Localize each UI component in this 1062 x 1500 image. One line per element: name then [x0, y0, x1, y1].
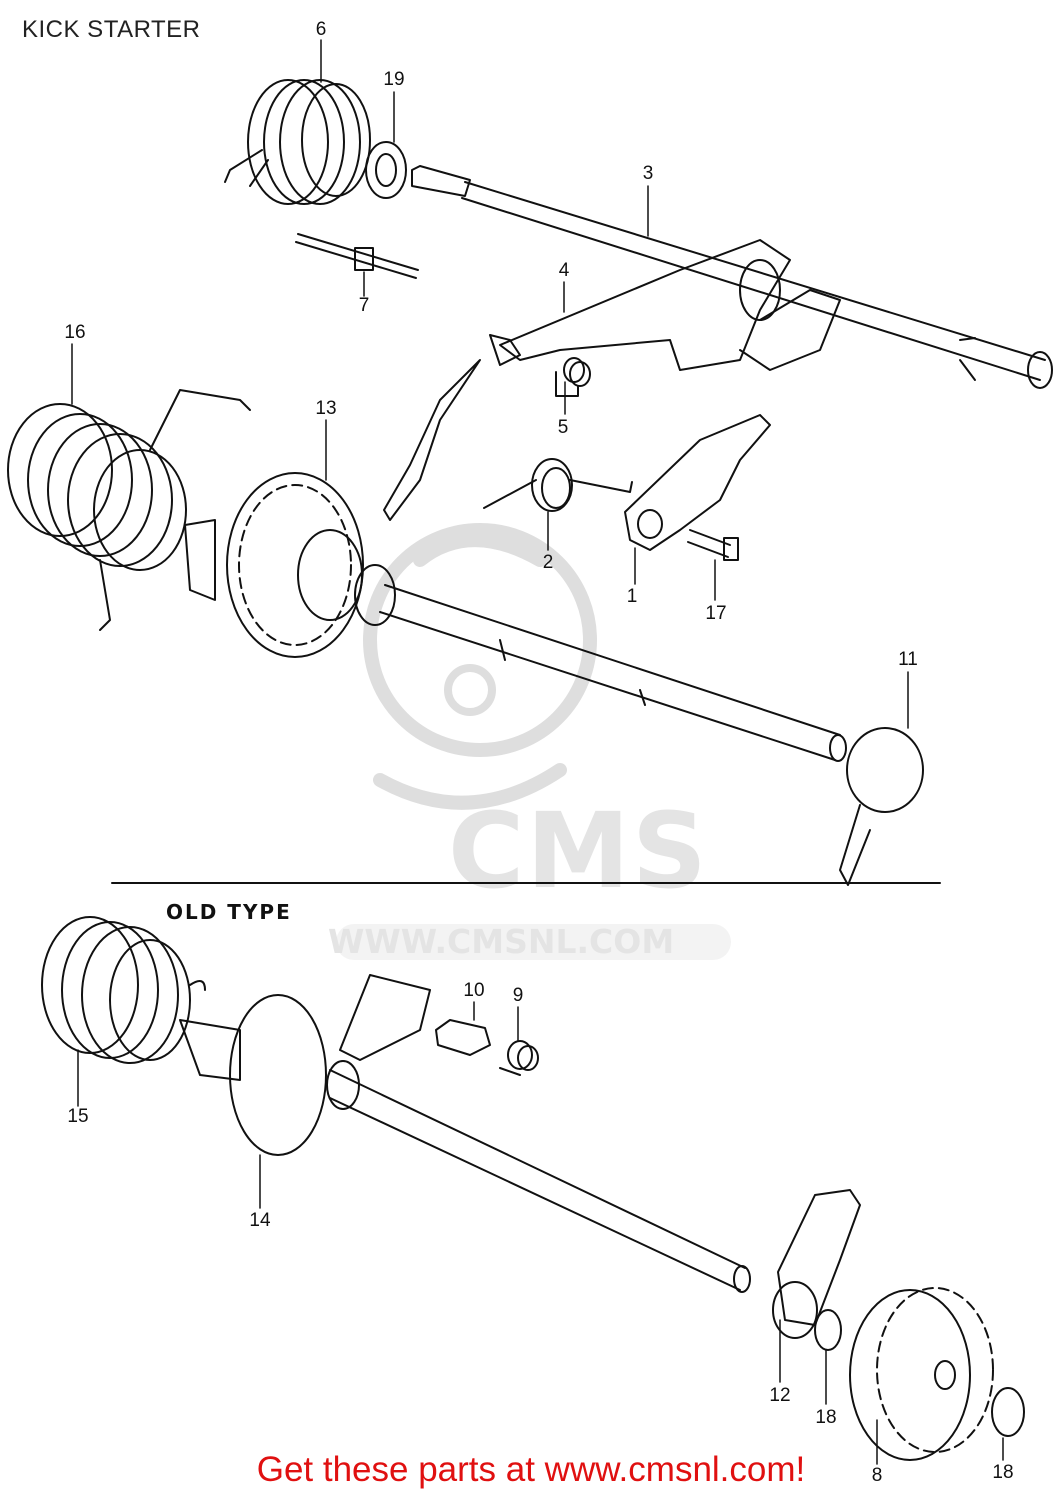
leader-lines: [71, 39, 1004, 1465]
watermark-url-text: WWW.CMSNL.COM: [328, 922, 675, 961]
part-8-gear: [849, 1287, 994, 1461]
callout-2[interactable]: 2: [542, 552, 554, 573]
part-13-gear: [184, 472, 396, 658]
part-5-spring: [555, 357, 591, 397]
callout-7[interactable]: 7: [358, 295, 370, 316]
part-1-plate: [624, 414, 771, 551]
part-18b-washer: [991, 1387, 1025, 1437]
part-3-spindle: [411, 165, 1053, 389]
watermark-logo-text: CMS: [448, 790, 709, 912]
callout-8[interactable]: 8: [871, 1465, 883, 1486]
callout-18-right[interactable]: 18: [992, 1462, 1014, 1483]
callout-4[interactable]: 4: [558, 260, 570, 281]
callout-11[interactable]: 11: [898, 649, 918, 670]
part-14-spindle: [179, 974, 751, 1293]
callout-9[interactable]: 9: [512, 985, 524, 1006]
part-12-stopper: [772, 1189, 861, 1339]
part-16-spring: [7, 389, 251, 631]
part-19-washer: [365, 141, 407, 199]
callout-1[interactable]: 1: [626, 586, 638, 607]
part-13-shaft: [379, 584, 847, 762]
part-9-spring: [499, 1040, 539, 1076]
part-6-spring: [224, 79, 371, 205]
footer-banner[interactable]: Get these parts at www.cmsnl.com!: [256, 1450, 806, 1489]
part-4-lever: [383, 239, 841, 521]
callout-12[interactable]: 12: [769, 1385, 791, 1406]
watermark-mascot: [363, 523, 597, 810]
callout-5[interactable]: 5: [557, 417, 569, 438]
callout-16[interactable]: 16: [64, 322, 86, 343]
part-10-pawl: [435, 1019, 491, 1056]
callout-19[interactable]: 19: [383, 69, 405, 90]
page-title: KICK STARTER: [22, 16, 201, 43]
part-18a-washer: [814, 1309, 842, 1351]
watermark-url-plate: [336, 924, 731, 960]
old-type-section-label: OLD TYPE: [166, 900, 292, 924]
part-11-clip: [839, 727, 924, 886]
part-15-spring: [41, 916, 206, 1064]
callout-18-middle[interactable]: 18: [815, 1407, 837, 1428]
callout-14[interactable]: 14: [249, 1210, 271, 1231]
callout-17[interactable]: 17: [705, 603, 727, 624]
part-7-stud: [295, 233, 419, 279]
part-2-spring: [483, 458, 633, 512]
part-17-bolt: [687, 529, 739, 561]
callout-3[interactable]: 3: [642, 163, 654, 184]
callout-15[interactable]: 15: [67, 1106, 89, 1127]
callout-10[interactable]: 10: [463, 980, 485, 1001]
callout-13[interactable]: 13: [315, 398, 337, 419]
callout-6[interactable]: 6: [315, 19, 327, 40]
